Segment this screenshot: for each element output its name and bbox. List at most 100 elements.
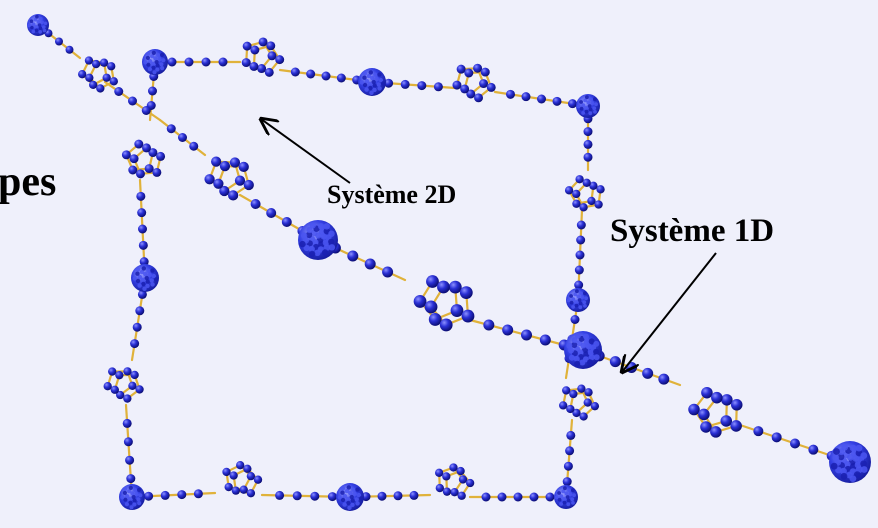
fullerene-cluster bbox=[298, 220, 338, 260]
cluster-bead bbox=[368, 85, 373, 91]
cluster-bead bbox=[372, 87, 377, 93]
atom bbox=[292, 491, 302, 501]
atom bbox=[135, 169, 145, 179]
cluster-bead bbox=[154, 277, 159, 282]
atom bbox=[144, 164, 154, 174]
atom bbox=[566, 404, 575, 414]
atom bbox=[130, 370, 139, 380]
cluster-bead bbox=[569, 300, 574, 305]
cluster-bead bbox=[584, 296, 588, 301]
cluster-bead bbox=[133, 488, 138, 493]
atom bbox=[213, 178, 224, 189]
cluster-bead bbox=[581, 103, 586, 108]
cluster-bead bbox=[38, 26, 43, 31]
atom bbox=[539, 334, 551, 346]
atom bbox=[710, 426, 722, 438]
cluster-bead bbox=[860, 466, 868, 473]
atom bbox=[281, 217, 292, 227]
atom bbox=[236, 461, 245, 470]
atom bbox=[250, 199, 261, 209]
cluster-bead bbox=[830, 462, 838, 470]
cluster-bead bbox=[122, 490, 127, 495]
cluster-bead bbox=[306, 226, 313, 234]
atom bbox=[589, 181, 598, 190]
atom bbox=[575, 250, 585, 260]
cluster-bead bbox=[354, 497, 359, 502]
cluster-bead bbox=[146, 51, 151, 57]
cluster-bead bbox=[160, 52, 165, 58]
cluster-bead bbox=[581, 111, 585, 115]
atom bbox=[108, 367, 117, 376]
cluster-bead bbox=[308, 250, 316, 258]
atom bbox=[584, 388, 593, 397]
cluster-bead bbox=[128, 500, 133, 505]
atom bbox=[721, 394, 733, 406]
cluster-bead bbox=[593, 340, 600, 347]
atom bbox=[109, 77, 118, 86]
atom bbox=[435, 483, 444, 493]
atom bbox=[424, 300, 438, 314]
atom bbox=[310, 491, 320, 501]
atom bbox=[587, 196, 596, 206]
fullerene-cluster bbox=[142, 49, 168, 75]
cluster-bead bbox=[587, 359, 593, 366]
atom bbox=[130, 339, 140, 349]
cluster-bead bbox=[155, 67, 160, 72]
cluster-bead bbox=[135, 267, 141, 272]
atom bbox=[184, 57, 194, 67]
atom bbox=[275, 490, 285, 500]
cluster-bead bbox=[340, 490, 345, 495]
cluster-bead bbox=[125, 494, 130, 499]
cluster-bead bbox=[151, 50, 156, 56]
atom bbox=[568, 99, 577, 109]
cluster-bead bbox=[356, 492, 361, 498]
atom bbox=[466, 89, 476, 99]
cluster-bead bbox=[571, 342, 578, 348]
cluster-bead bbox=[574, 300, 578, 304]
cluster-bead bbox=[42, 25, 46, 29]
cluster-bead bbox=[557, 497, 562, 502]
atom bbox=[569, 389, 578, 399]
cluster-bead bbox=[561, 489, 566, 494]
atom bbox=[480, 67, 490, 77]
cluster-bead bbox=[593, 354, 600, 361]
atom bbox=[126, 474, 136, 484]
atom bbox=[808, 444, 819, 455]
atom bbox=[253, 475, 263, 484]
cluster-bead bbox=[149, 278, 154, 283]
cluster-bead bbox=[840, 472, 848, 480]
atom bbox=[229, 157, 241, 168]
cluster-bead bbox=[571, 337, 578, 344]
cluster-bead bbox=[377, 86, 382, 91]
atom bbox=[572, 408, 581, 418]
atom bbox=[483, 319, 495, 331]
cluster-bead bbox=[31, 29, 36, 34]
cluster-bead bbox=[350, 502, 355, 508]
atom bbox=[306, 69, 316, 79]
atom bbox=[594, 200, 603, 209]
atom bbox=[290, 67, 300, 77]
cluster-bead bbox=[137, 487, 142, 492]
atom bbox=[642, 367, 654, 379]
atom bbox=[264, 67, 274, 77]
cluster-bead bbox=[352, 491, 357, 497]
atom bbox=[450, 304, 464, 317]
cluster-bead bbox=[137, 274, 143, 280]
cluster-bead bbox=[573, 292, 578, 297]
cluster-bead bbox=[349, 494, 354, 500]
cluster-bead bbox=[145, 283, 150, 289]
cluster-bead bbox=[568, 354, 575, 361]
cluster-bead bbox=[571, 488, 575, 493]
atom bbox=[91, 59, 101, 69]
cluster-bead bbox=[123, 486, 128, 491]
cluster-bead bbox=[832, 454, 840, 461]
cluster-bead bbox=[568, 347, 575, 354]
atom bbox=[459, 286, 473, 300]
atom bbox=[711, 391, 723, 404]
cluster-bead bbox=[130, 491, 135, 496]
fullerene-cluster bbox=[576, 94, 600, 118]
cluster-bead bbox=[132, 502, 137, 507]
atom bbox=[116, 390, 125, 400]
atom bbox=[465, 478, 475, 488]
atom bbox=[582, 178, 591, 187]
